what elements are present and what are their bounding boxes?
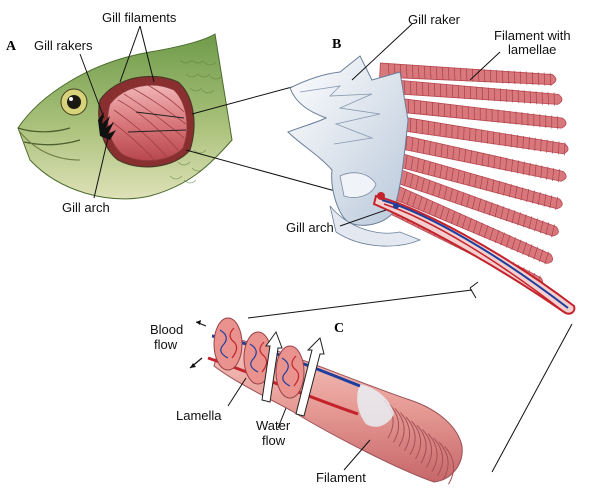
- label-filament-with-lamellae-line2: lamellae: [508, 42, 556, 57]
- panel-label-c: C: [334, 321, 344, 336]
- label-water-flow-line2: flow: [262, 433, 286, 448]
- filament-ring: [444, 445, 455, 485]
- label-lamella: Lamella: [176, 408, 222, 423]
- water-flow-arrow: [261, 330, 325, 417]
- gill-filament: [379, 62, 557, 87]
- gill-arch-illustration: [287, 55, 576, 315]
- gill-filament: [389, 150, 563, 210]
- filament-ring: [389, 403, 400, 443]
- filament-ring: [405, 416, 416, 456]
- label-gill-filaments: Gill filaments: [102, 10, 177, 25]
- label-gill-raker-b: Gill raker: [408, 12, 461, 27]
- leader-lines-panel-b: [247, 23, 573, 473]
- gill-filament: [389, 166, 559, 238]
- panel-label-b: B: [332, 37, 341, 52]
- label-blood-flow-line1: Blood: [150, 322, 183, 337]
- leader-lines-panel-c: [227, 377, 371, 471]
- label-gill-arch-b: Gill arch: [286, 220, 334, 235]
- gill-filament: [388, 114, 569, 156]
- gill-filament: [386, 96, 567, 130]
- label-filament: Filament: [316, 470, 366, 485]
- gill-filament: [383, 78, 563, 106]
- filament-illustration: [189, 317, 463, 485]
- label-filament-with-lamellae-line1: Filament with: [494, 28, 571, 43]
- filament-ring: [400, 412, 411, 451]
- filament-ring: [411, 420, 422, 460]
- label-blood-flow-line2: flow: [154, 337, 178, 352]
- gill-filament: [386, 183, 553, 265]
- lamella-disc: [275, 345, 305, 399]
- filament-ring: [394, 408, 405, 447]
- lamella-disc: [213, 317, 243, 371]
- filament-ring: [438, 441, 449, 481]
- filament-ring: [433, 437, 444, 477]
- filament-ring: [422, 429, 433, 468]
- panel-label-a: A: [6, 39, 17, 54]
- fish-head-illustration: [17, 33, 233, 200]
- lamella-disc: [243, 331, 273, 385]
- label-gill-arch-a: Gill arch: [62, 200, 110, 215]
- filament-ring: [416, 424, 427, 464]
- gill-filament: [390, 132, 567, 183]
- filament-ring: [427, 433, 438, 472]
- label-gill-rakers: Gill rakers: [34, 38, 93, 53]
- label-water-flow-line1: Water: [256, 418, 291, 433]
